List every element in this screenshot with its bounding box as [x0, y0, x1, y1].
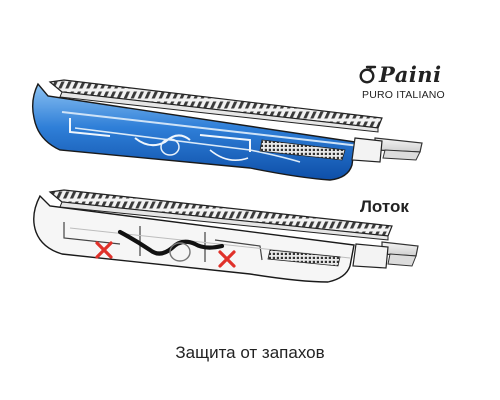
brand-wordmark: Paini: [358, 62, 442, 87]
bottom-channel: [33, 189, 419, 283]
odor-protection-caption: Защита от запахов: [175, 343, 325, 362]
bottom-channel-grate: [48, 189, 393, 237]
channel-label: Лоток: [360, 197, 409, 216]
brand-name: Paini: [379, 62, 442, 87]
red-cross-icon: [95, 241, 113, 259]
brand-tagline: PURO ITALIANO: [362, 89, 445, 101]
top-channel: [31, 79, 423, 181]
tap-logo-icon: [359, 65, 377, 84]
bottom-channel-filter: [267, 249, 341, 267]
red-cross-icon: [218, 250, 236, 268]
brand-logo: Paini PURO ITALIANO: [358, 62, 468, 112]
top-channel-filter: [259, 139, 346, 161]
odor-seal-membrane: [117, 229, 225, 256]
bottom-channel-body: [33, 194, 355, 283]
top-channel-grate: [48, 79, 383, 129]
